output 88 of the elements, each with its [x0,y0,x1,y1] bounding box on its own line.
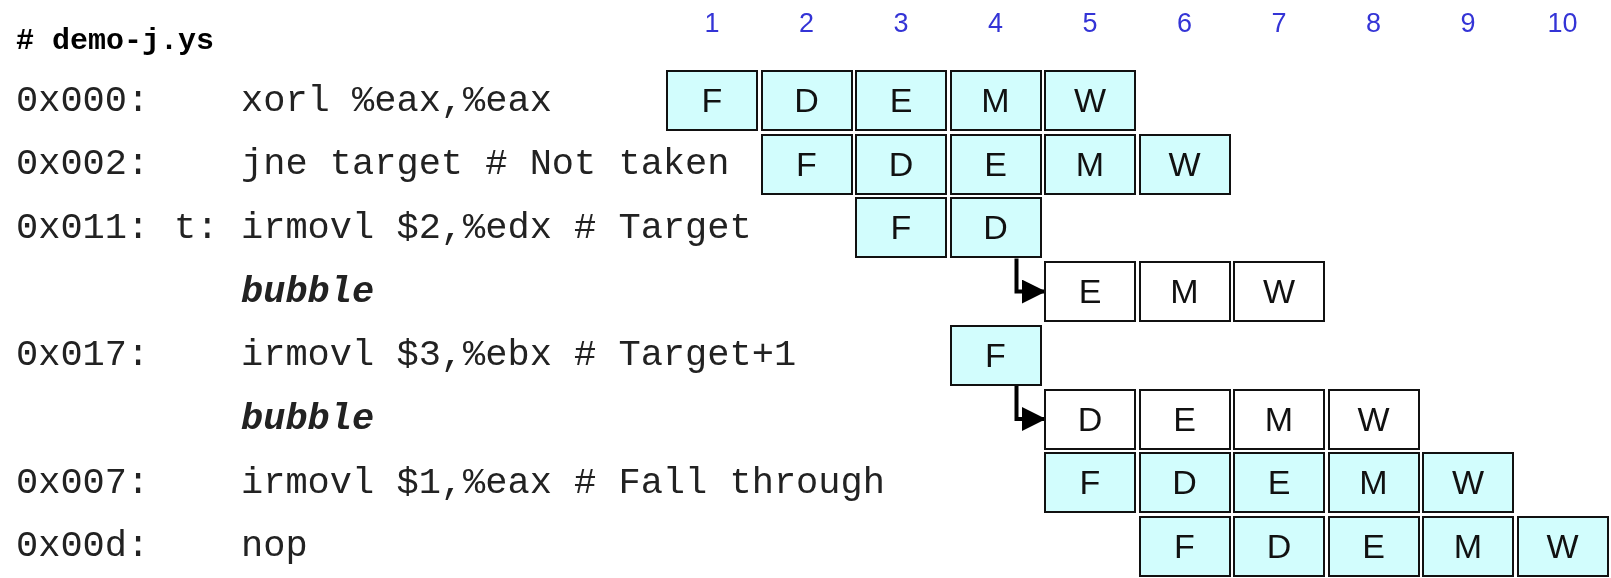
stage-letter: D [888,144,914,184]
cycle-number: 9 [1460,7,1476,39]
stage-box [1044,70,1136,131]
file-heading: # demo-j.ys [16,24,215,58]
stage-letter: D [794,81,819,120]
stage-box [855,133,947,195]
stage-box [1233,388,1325,450]
instruction-address: 0x000: [16,79,150,122]
stage-letter: F [985,335,1006,375]
stage-box [1138,261,1231,323]
stage-letter: W [1262,272,1296,312]
stage-letter: W [1451,463,1485,503]
cycle-number: 2 [799,7,814,39]
stage-box [1138,515,1231,577]
stage-letter: M [1453,526,1483,566]
instruction-address: 0x00d: [16,525,150,568]
stage-letter: F [1079,463,1101,503]
cycle-number: 10 [1547,7,1578,39]
stage-box [1327,515,1420,577]
stage-box [1044,261,1136,323]
stage-letter: W [1168,144,1201,184]
bubble-label: bubble [241,270,375,313]
stage-letter: D [1266,526,1292,566]
stage-letter: D [1172,463,1197,503]
stage-box [1138,133,1231,195]
stage-letter: M [1170,272,1199,312]
stage-box [1327,452,1420,514]
stage-box [760,70,853,131]
stage-box [949,70,1042,131]
stage-box [949,197,1042,259]
stage-box [1516,515,1609,577]
stage-box [666,70,758,131]
stage-letter: F [796,144,817,184]
stage-letter: W [1546,526,1579,566]
stage-letter: D [1077,399,1103,439]
stage-letter: W [1357,399,1390,439]
stage-box [1233,261,1325,323]
stage-box [1044,388,1136,450]
instruction-text: jne target # Not taken [241,143,730,186]
instruction-address: 0x017: [16,334,150,377]
stage-box [1138,452,1231,514]
instruction-text: irmovl $1,%eax # Fall through [241,461,885,504]
cycle-number: 8 [1366,7,1381,39]
stage-letter: E [1362,526,1385,566]
instruction-address: 0x007: [16,461,150,504]
stage-letter: F [1174,526,1195,566]
stage-box [1044,452,1136,514]
stage-letter: M [1075,144,1105,184]
stage-box [1138,388,1231,450]
stage-letter: D [983,208,1008,248]
stage-box [760,133,853,195]
stage-box [855,197,947,259]
stage-letter: M [1359,463,1388,503]
stage-box [1422,515,1514,577]
stage-letter: E [1267,463,1291,503]
stage-letter: M [981,81,1010,120]
stage-letter: M [1264,399,1294,439]
stage-box [1233,452,1325,514]
stage-letter: E [1078,272,1102,312]
instruction-text: irmovl $2,%edx # Target [241,206,752,249]
instruction-text: xorl %eax,%eax [241,79,552,122]
instruction-text: nop [241,525,308,568]
stage-box [949,133,1042,195]
stage-letter: E [984,144,1007,184]
stage-box [949,324,1042,386]
stage-box [1327,388,1420,450]
stage-letter: E [1173,399,1196,439]
cycle-number: 3 [893,7,909,39]
cycle-number: 6 [1177,7,1192,39]
stage-letter: F [701,81,723,120]
arrow [1014,258,1046,304]
stage-box [1422,452,1514,514]
stage-box [855,70,947,131]
cycle-number: 7 [1271,7,1287,39]
stage-box [1233,515,1325,577]
instruction-text: irmovl $3,%ebx # Target+1 [241,334,797,377]
instruction-text: t: [174,206,219,249]
arrow [1014,385,1046,431]
stage-letter: W [1073,81,1107,120]
instruction-address: 0x002: [16,143,150,186]
cycle-number: 4 [988,7,1003,39]
stage-letter: F [890,208,912,248]
bubble-label: bubble [241,398,375,440]
stage-letter: E [889,81,913,120]
instruction-address: 0x011: [16,206,150,249]
stage-box [1044,133,1136,195]
cycle-number: 1 [704,7,720,39]
cycle-number: 5 [1082,7,1098,39]
